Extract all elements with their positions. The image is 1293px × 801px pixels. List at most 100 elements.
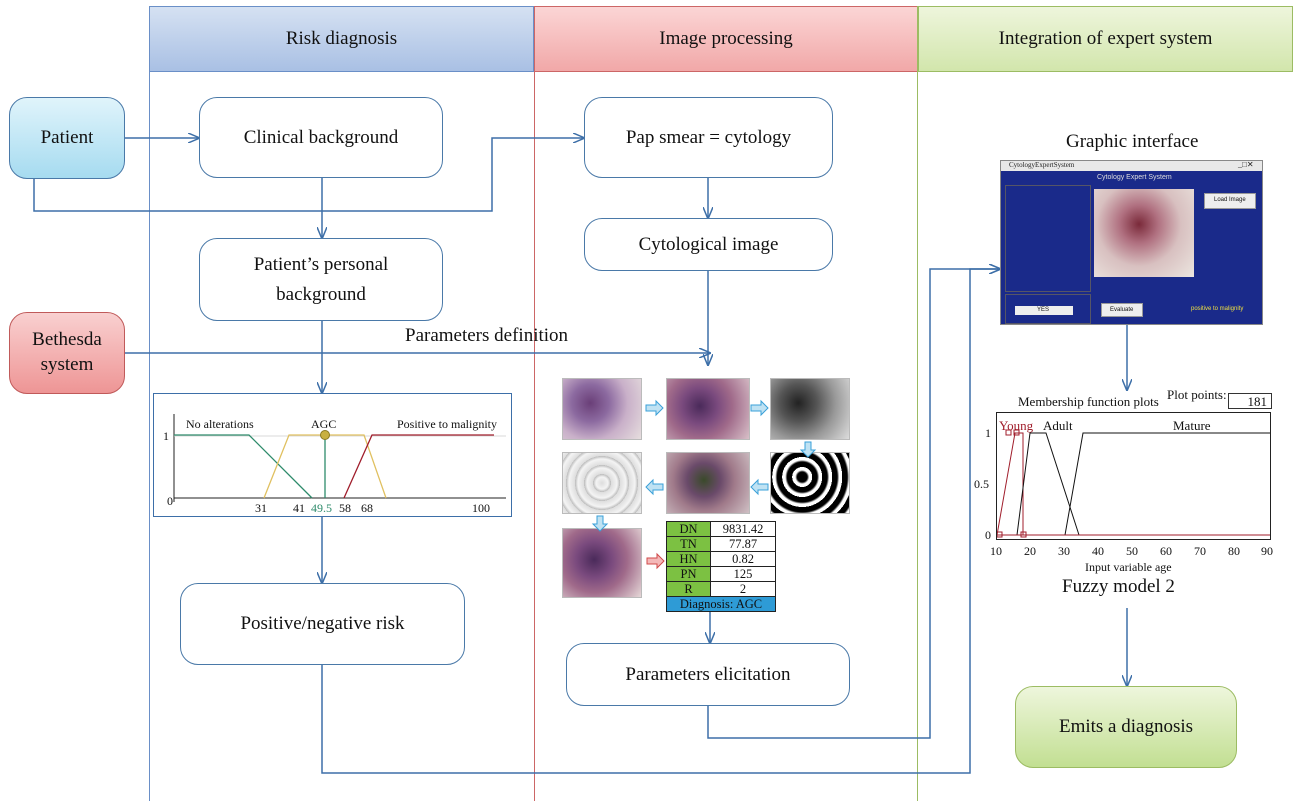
thumb-arrow-down-2	[591, 515, 609, 532]
membership-plot: Young Adult Mature	[996, 412, 1271, 540]
table-row: Diagnosis: AGC	[666, 596, 776, 612]
membership-xtick-50: 50	[1126, 544, 1138, 558]
fuzzy1-xtick-100: 100	[472, 501, 490, 515]
membership-set-mature: Mature	[1173, 418, 1211, 433]
thumb-arrow-down-1	[799, 441, 817, 458]
node-patient[interactable]: Patient	[9, 97, 125, 179]
expert-app-window: CytologyExpertSystem _□✕ Cytology Expert…	[1000, 160, 1263, 325]
cyto-thumb-segmented	[666, 452, 750, 514]
param-value: 9831.42	[710, 521, 776, 537]
fuzzy-risk-plot	[173, 414, 506, 502]
fuzzy-risk-chart: No alterations AGC Positive to malignity…	[153, 393, 512, 517]
param-value: 125	[710, 566, 776, 582]
param-value: 0.82	[710, 551, 776, 567]
node-bethesda-label: Bethesda system	[32, 329, 102, 375]
membership-xtick-90: 90	[1261, 544, 1273, 558]
membership-xtick-70: 70	[1194, 544, 1206, 558]
node-elicit-label: Parameters elicitation	[625, 663, 791, 685]
cyto-thumb-original	[562, 378, 642, 440]
thumb-arrow-right-2	[750, 399, 769, 417]
plot-points-label: Plot points:	[1167, 387, 1227, 402]
lane-title-image: Image processing	[659, 28, 793, 49]
membership-title: Membership function plots	[1018, 394, 1159, 409]
node-emits-diagnosis[interactable]: Emits a diagnosis	[1015, 686, 1237, 768]
app-header: Cytology Expert System	[1097, 174, 1172, 181]
node-clinical-background[interactable]: Clinical background	[199, 97, 443, 178]
membership-set-adult: Adult	[1043, 418, 1073, 433]
membership-xtick-30: 30	[1058, 544, 1070, 558]
node-risk-label: Positive/negative risk	[240, 613, 405, 635]
fuzzy1-xtick-31: 31	[255, 501, 267, 515]
node-patient-label: Patient	[40, 127, 94, 149]
fuzzy1-xtick-68: 68	[361, 501, 373, 515]
lane-image	[534, 6, 918, 801]
plot-points-value: 181	[1247, 394, 1268, 409]
lane-title-risk: Risk diagnosis	[285, 28, 398, 49]
evaluate-button[interactable]: Evaluate	[1101, 303, 1143, 317]
load-image-button[interactable]: Load Image	[1204, 193, 1256, 209]
node-cytological-image[interactable]: Cytological image	[584, 218, 833, 271]
plot-points-input[interactable]: 181	[1228, 393, 1272, 409]
membership-xtick-10: 10	[990, 544, 1002, 558]
membership-set-young: Young	[999, 418, 1034, 433]
node-pap-label: Pap smear = cytology	[625, 126, 792, 148]
node-clinical-label: Clinical background	[243, 126, 399, 148]
evaluate-label: Evaluate	[1110, 307, 1134, 313]
fuzzy1-ytick-1: 1	[163, 429, 169, 443]
thumb-arrow-right-1	[645, 399, 664, 417]
membership-xlabel: Input variable age	[1085, 560, 1172, 574]
cyto-thumb-grayscale	[770, 378, 850, 440]
membership-ytick-0: 0	[985, 528, 991, 542]
app-image-panel[interactable]	[1094, 189, 1194, 277]
diagnosis-cell: Diagnosis: AGC	[666, 596, 776, 612]
membership-xtick-40: 40	[1092, 544, 1104, 558]
fuzzy1-set-malignity: Positive to malignity	[397, 417, 498, 431]
membership-curves	[997, 429, 1270, 538]
fuzzy1-set-no-alterations: No alterations	[186, 417, 254, 431]
node-pap-smear[interactable]: Pap smear = cytology	[584, 97, 833, 178]
param-key: PN	[666, 566, 711, 582]
window-controls-icon[interactable]: _□✕	[1238, 160, 1254, 169]
app-bottom-left-panel	[1005, 294, 1091, 324]
membership-ytick-1: 1	[985, 426, 991, 440]
membership-xtick-80: 80	[1228, 544, 1240, 558]
param-value: 77.87	[710, 536, 776, 552]
ylabel-value-box: YES	[1015, 306, 1073, 315]
lane-header-expert: Integration of expert system	[918, 6, 1293, 72]
fuzzy1-xtick-58: 58	[339, 501, 351, 515]
membership-xtick-20: 20	[1024, 544, 1036, 558]
node-cyto-label: Cytological image	[638, 233, 779, 255]
label-graphic-interface: Graphic interface	[1066, 131, 1199, 152]
node-personal-background[interactable]: Patient’s personal background	[199, 238, 443, 321]
param-value: 2	[710, 581, 776, 597]
label-fuzzy-model: Fuzzy model 2	[1062, 576, 1175, 597]
lane-header-image: Image processing	[534, 6, 918, 72]
lane-title-expert: Integration of expert system	[998, 28, 1213, 49]
membership-ytick-0-5: 0.5	[974, 477, 989, 491]
lane-header-risk: Risk diagnosis	[149, 6, 534, 72]
node-positive-negative-risk[interactable]: Positive/negative risk	[180, 583, 465, 665]
ylabel-value: YES	[1037, 307, 1050, 313]
set-malignity-line	[343, 434, 494, 499]
set-no-alterations-line	[174, 434, 313, 499]
param-key: R	[666, 581, 711, 597]
label-parameters-definition: Parameters definition	[405, 325, 569, 346]
param-key: HN	[666, 551, 711, 567]
arrow-elicit-expert	[707, 269, 1000, 739]
arrow-patient-pap	[33, 138, 584, 212]
node-bethesda[interactable]: Bethesda system	[9, 312, 125, 394]
param-key: DN	[666, 521, 711, 537]
node-personal-label: Patient’s personal background	[253, 254, 389, 305]
thumb-arrow-left-2	[645, 478, 664, 496]
thumb-arrow-to-table	[646, 552, 665, 570]
node-parameters-elicitation[interactable]: Parameters elicitation	[566, 643, 850, 706]
app-form-panel	[1005, 185, 1091, 292]
param-key: TN	[666, 536, 711, 552]
cyto-thumb-edges	[562, 452, 642, 514]
